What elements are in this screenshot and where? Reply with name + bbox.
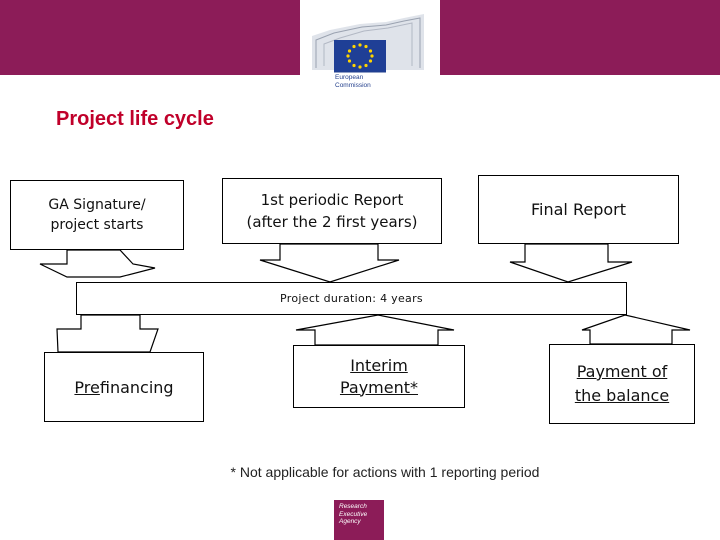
- balance-payment-label: Payment of the balance: [574, 362, 670, 405]
- ga-signature-callout-arrow: [39, 249, 156, 278]
- first-report-box: 1st periodic Report (after the 2 first y…: [222, 178, 442, 244]
- page-title: Project life cycle: [56, 108, 214, 130]
- prefinancing-callout-arrow: [56, 314, 159, 353]
- project-duration-label: Project duration: 4 years: [280, 292, 423, 305]
- prefinancing-box: Prefinancing: [44, 352, 204, 422]
- prefinancing-label: Prefinancing: [74, 378, 173, 397]
- ga-signature-box: GA Signature/ project starts: [10, 180, 184, 250]
- prefinancing-suffix: financing: [99, 377, 174, 397]
- interim-payment-box: Interim Payment*: [293, 345, 465, 408]
- balance-payment-callout-arrow: [581, 314, 691, 345]
- interim-payment-label: Interim Payment*: [339, 355, 419, 397]
- ga-signature-label: GA Signature/ project starts: [48, 197, 146, 233]
- first-report-callout-arrow: [259, 243, 400, 283]
- project-duration-bar: Project duration: 4 years: [76, 282, 627, 315]
- research-executive-agency-logo-icon: [334, 500, 384, 540]
- interim-payment-callout-arrow: [295, 314, 455, 346]
- european-commission-logo-icon: [312, 14, 424, 73]
- footnote: * Not applicable for actions with 1 repo…: [230, 464, 540, 480]
- prefinancing-underlined-prefix: Pre: [74, 377, 100, 397]
- first-report-label: 1st periodic Report (after the 2 first y…: [246, 191, 418, 231]
- final-report-label: Final Report: [531, 200, 626, 219]
- ec-wordmark: European Commission: [335, 74, 371, 89]
- agency-logo-text: Research Executive Agency: [339, 503, 368, 525]
- final-report-box: Final Report: [478, 175, 679, 244]
- final-report-callout-arrow: [509, 243, 633, 283]
- balance-payment-box: Payment of the balance: [549, 344, 695, 424]
